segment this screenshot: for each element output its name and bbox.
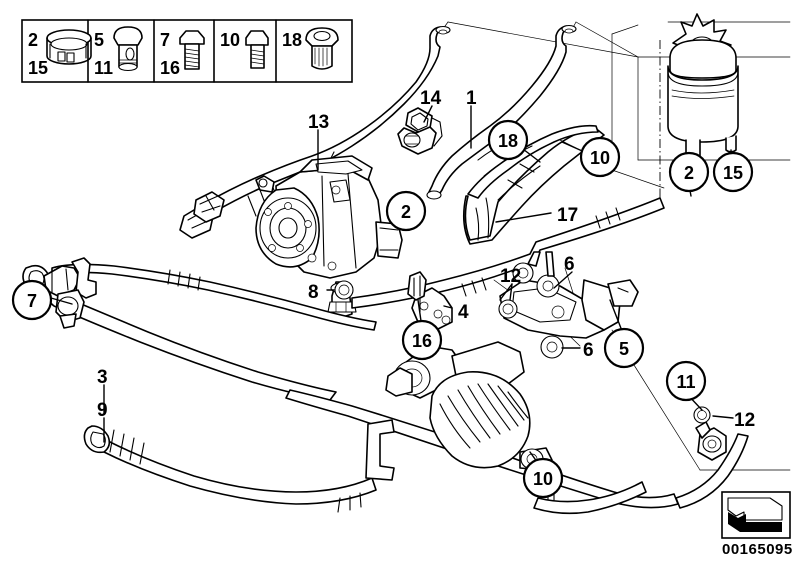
fastener-legend: 2 15 5 11 7 16 bbox=[21, 19, 353, 83]
callout-10a-label: 10 bbox=[590, 148, 610, 168]
mounting-bracket-4 bbox=[411, 287, 453, 331]
callout-10b[interactable]: 10 bbox=[522, 457, 564, 499]
steering-gear bbox=[365, 251, 639, 481]
callout-7[interactable]: 7 bbox=[11, 279, 53, 321]
label-14: 14 bbox=[420, 88, 442, 109]
legend-cell-2-num-0: 7 bbox=[160, 30, 170, 50]
banjo-fitting-upper bbox=[536, 274, 560, 298]
return-line-clip bbox=[407, 271, 427, 301]
orientation-box bbox=[721, 491, 791, 539]
direction-arrow-icon bbox=[727, 497, 783, 532]
hose-9-sleeve-2 bbox=[337, 492, 362, 513]
banjo-fitting-mid bbox=[512, 262, 534, 284]
callout-5-label: 5 bbox=[619, 339, 629, 359]
legend-cell-1-num-1: 11 bbox=[94, 58, 113, 78]
callout-7-label: 7 bbox=[27, 291, 37, 311]
label-12b: 12 bbox=[734, 410, 755, 431]
hex-bolt-short-icon bbox=[245, 30, 269, 69]
legend-cell-2-num-1: 16 bbox=[160, 58, 180, 78]
hose-9-end-fitting bbox=[83, 425, 145, 465]
callout-5[interactable]: 5 bbox=[603, 327, 645, 369]
callout-16-label: 16 bbox=[412, 331, 432, 351]
callout-10b-label: 10 bbox=[533, 469, 553, 489]
legend-cell-4-num-0: 18 bbox=[282, 30, 302, 50]
banjo-bolt-icon bbox=[113, 26, 143, 72]
fluid-reservoir bbox=[667, 13, 739, 176]
callout-16[interactable]: 16 bbox=[401, 319, 443, 361]
label-1: 1 bbox=[466, 88, 477, 109]
label-13: 13 bbox=[308, 112, 329, 133]
callout-2b[interactable]: 2 bbox=[668, 151, 710, 193]
callout-18[interactable]: 18 bbox=[487, 119, 529, 161]
part-number-labels: 13 14 1 17 8 4 12 6 6 12 3 9 bbox=[97, 88, 755, 431]
callout-11-label: 11 bbox=[676, 372, 695, 392]
label-6a: 6 bbox=[564, 254, 575, 275]
hose-3-connector bbox=[179, 191, 225, 239]
callout-18-label: 18 bbox=[498, 131, 518, 151]
callout-10a[interactable]: 10 bbox=[579, 136, 621, 178]
expanding-rivet-icon bbox=[305, 27, 339, 70]
label-9: 9 bbox=[97, 400, 108, 421]
label-3: 3 bbox=[97, 367, 108, 388]
banjo-fitting-11 bbox=[695, 421, 727, 461]
rack-bellows-boot bbox=[429, 371, 531, 469]
callout-2a-label: 2 bbox=[401, 202, 411, 222]
callout-2b-label: 2 bbox=[684, 163, 694, 183]
callout-circles: 7 2 18 10 2 15 16 5 bbox=[11, 119, 754, 499]
banjo-fitting-lower bbox=[540, 335, 564, 359]
heat-shield bbox=[462, 124, 605, 245]
callout-15[interactable]: 15 bbox=[712, 151, 754, 193]
legend-cell-0-num-1: 15 bbox=[28, 58, 48, 78]
hose-clamp-icon bbox=[46, 29, 92, 65]
hose-clip-14 bbox=[397, 107, 443, 155]
sealing-ring-12b bbox=[693, 406, 711, 424]
sealing-ring-12a bbox=[498, 299, 518, 319]
legend-cell-3-num-0: 10 bbox=[220, 30, 240, 50]
callout-15-label: 15 bbox=[723, 163, 743, 183]
hose-3-sleeve bbox=[167, 269, 201, 291]
legend-cell-1-num-0: 5 bbox=[94, 30, 104, 50]
label-6b: 6 bbox=[583, 340, 594, 361]
power-steering-pump bbox=[255, 155, 403, 319]
label-17: 17 bbox=[557, 205, 578, 226]
callout-11[interactable]: 11 bbox=[665, 360, 707, 402]
callout-2a[interactable]: 2 bbox=[385, 190, 427, 232]
hex-bolt-icon bbox=[179, 30, 205, 70]
label-4: 4 bbox=[458, 302, 469, 323]
label-12a: 12 bbox=[500, 266, 521, 287]
return-line-sleeves bbox=[461, 207, 621, 297]
sealing-ring-8 bbox=[334, 280, 354, 300]
label-8: 8 bbox=[308, 282, 319, 303]
watermark-id: 00165095 bbox=[722, 541, 793, 558]
legend-cell-0-num-0: 2 bbox=[28, 30, 38, 50]
